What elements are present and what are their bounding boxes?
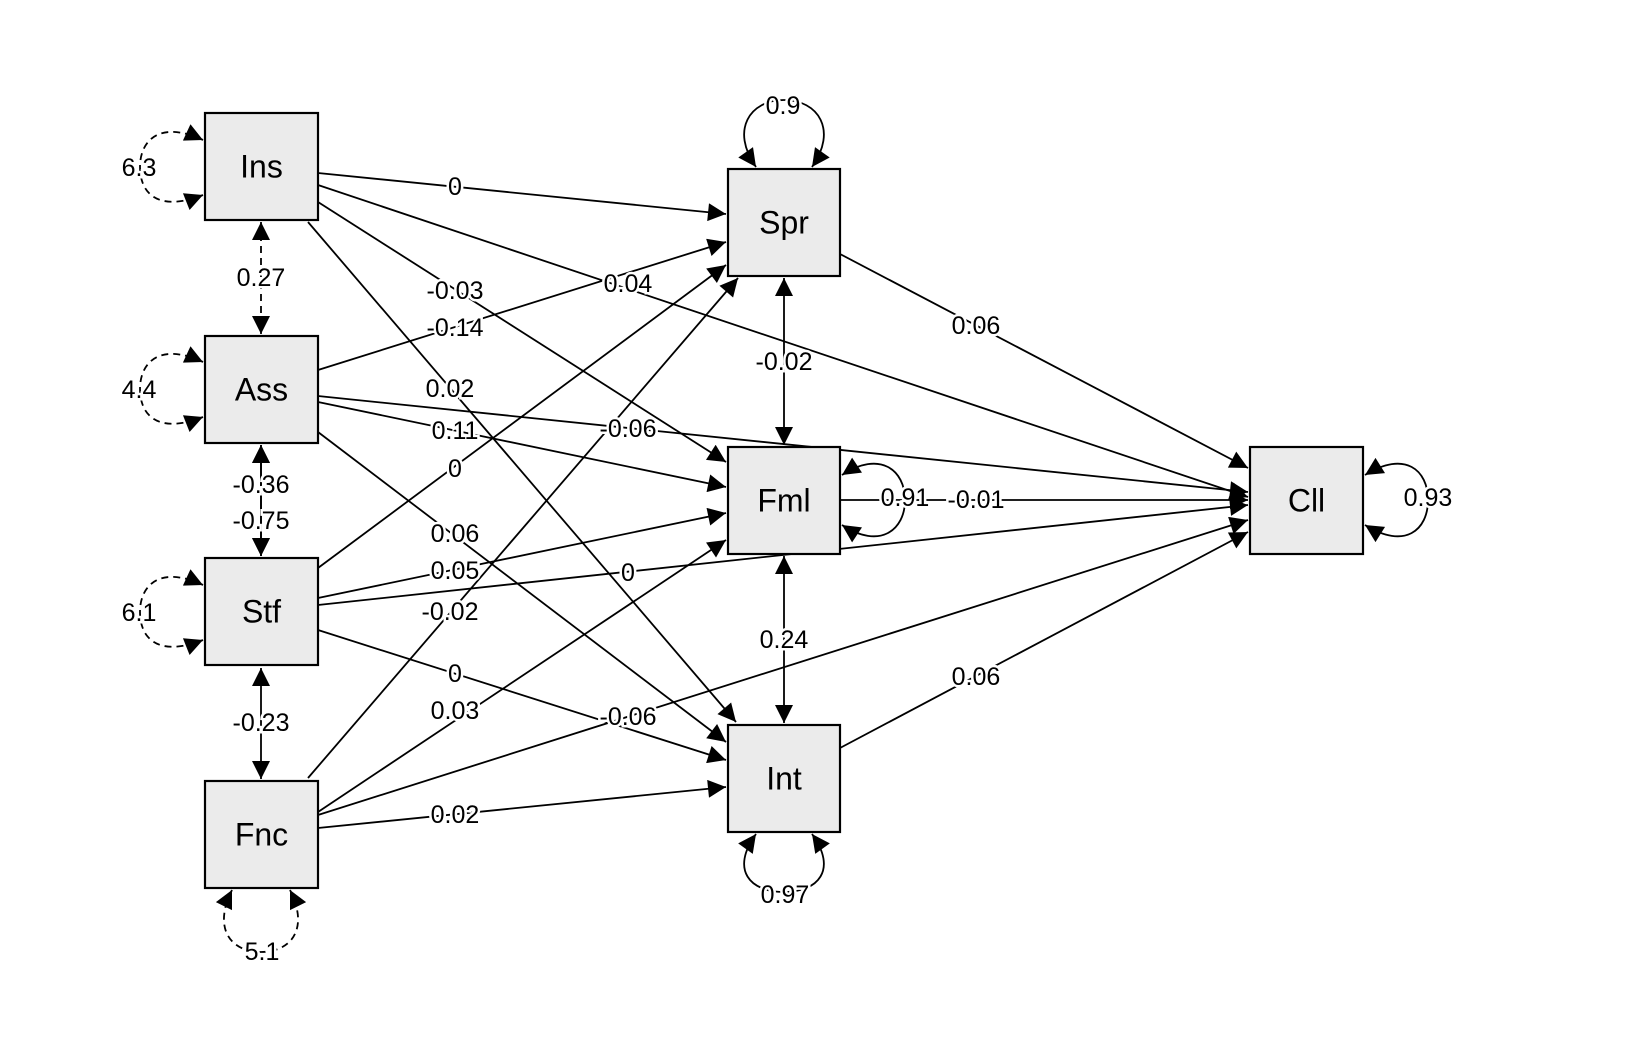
path-label-Fnc-Spr: -0.02	[422, 598, 479, 626]
path-label-Stf-Cll: 0	[621, 559, 635, 587]
labels: 0 0.04 -0.03 0.02 -0.14 0.11 -0.06 0.06 0 0.05 0 0 -…	[119, 90, 1455, 969]
path-label-Int-Cll: 0.06	[952, 663, 1001, 691]
variance-loop-Ins	[139, 124, 204, 210]
covariance-label-Spr-Fml: -0.02	[756, 348, 813, 376]
node-label: Int	[766, 761, 802, 797]
node-box	[726, 445, 842, 556]
path-Int-Cll	[839, 531, 1249, 749]
edges	[139, 99, 1429, 953]
path-label-Stf-Fml: 0.05	[431, 557, 480, 585]
path-Ins-Int	[307, 221, 737, 723]
node-label: Stf	[242, 594, 281, 630]
path-label-Spr-Cll: 0.06	[952, 312, 1001, 340]
node-label: Ins	[240, 149, 283, 185]
node-box	[203, 334, 320, 445]
node-Fml: Fml	[726, 445, 842, 556]
path-label-Stf-Spr: 0	[448, 455, 462, 483]
variance-loop-Fml	[841, 457, 906, 543]
path-Fnc-Fml	[317, 539, 727, 813]
variance-label-Int: 0.97	[761, 881, 810, 909]
variance-loop-Ass	[139, 346, 204, 432]
path-Fnc-Spr	[307, 277, 739, 779]
covariance-label-Ass-Stf: -0.36	[233, 471, 290, 499]
node-Fnc: Fnc	[203, 779, 320, 890]
node-label: Fml	[757, 483, 810, 519]
node-box	[1248, 445, 1365, 556]
path-label-Fnc-Fml: 0.03	[431, 697, 480, 725]
variance-label-Ins: 6.3	[122, 154, 157, 182]
variance-loop-Spr	[738, 99, 830, 168]
path-label-Ass-Int: 0.06	[431, 520, 480, 548]
path-label-Ass-Cll: -0.06	[600, 415, 657, 443]
path-label-Ins-Spr: 0	[448, 173, 462, 201]
covariance-label-Stf-Fnc: -0.23	[233, 709, 290, 737]
variance-loop-Stf	[139, 569, 204, 655]
path-label-Ins-Cll: 0.04	[604, 270, 653, 298]
node-label: Spr	[759, 205, 809, 241]
variance-label-Ass: 4.4	[122, 376, 157, 404]
variance-loop-Fnc	[215, 889, 307, 953]
variance-label-Stf: 6.1	[122, 599, 157, 627]
path-Stf-Fml	[317, 507, 727, 599]
node-box	[726, 723, 842, 834]
variance-label-Spr: 0.9	[766, 92, 801, 120]
node-box	[203, 779, 320, 890]
node-Stf: Stf	[203, 556, 320, 667]
node-box	[203, 111, 320, 222]
covariance-label-Fml-Int: 0.24	[760, 626, 809, 654]
covariance-label-Ass-Stf: -0.75	[233, 507, 290, 535]
variance-label-Fml: 0.91	[881, 484, 930, 512]
node-box	[203, 556, 320, 667]
node-label: Ass	[235, 372, 288, 408]
variance-label-Cll: 0.93	[1404, 484, 1453, 512]
path-Stf-Spr	[317, 264, 727, 569]
path-label-Ins-Fml: -0.03	[427, 277, 484, 305]
variance-label-Fnc: 5.1	[245, 938, 280, 966]
path-Ins-Spr	[317, 172, 727, 222]
path-label-Fnc-Int: 0.02	[431, 801, 480, 829]
path-label-Fnc-Cll: -0.06	[600, 703, 657, 731]
covariance-label-Ins-Ass: 0.27	[237, 264, 286, 292]
path-label-Ass-Spr: -0.14	[427, 314, 484, 342]
node-Ass: Ass	[203, 334, 320, 445]
node-Int: Int	[726, 723, 842, 834]
path-Stf-Int	[317, 629, 727, 764]
node-label: Cll	[1288, 483, 1325, 519]
path-label-Fml-Cll: -0.01	[948, 486, 1005, 514]
node-box	[726, 167, 842, 278]
path-Fnc-Int	[317, 779, 727, 829]
path-Ins-Fml	[317, 201, 727, 463]
path-Ass-Spr	[317, 238, 727, 371]
path-label-Ins-Int: 0.02	[426, 375, 475, 403]
variance-loop-Cll	[1364, 457, 1429, 543]
path-Ass-Fml	[317, 401, 727, 493]
path-Ass-Int	[317, 431, 727, 743]
variance-loop-Int	[738, 833, 830, 893]
node-Cll: Cll	[1248, 445, 1365, 556]
path-label-Ass-Fml: 0.11	[432, 417, 479, 445]
path-label-Stf-Int: 0	[448, 660, 462, 688]
node-Ins: Ins	[203, 111, 320, 222]
path-Spr-Cll	[839, 253, 1249, 469]
node-label: Fnc	[235, 817, 288, 853]
node-Spr: Spr	[726, 167, 842, 278]
